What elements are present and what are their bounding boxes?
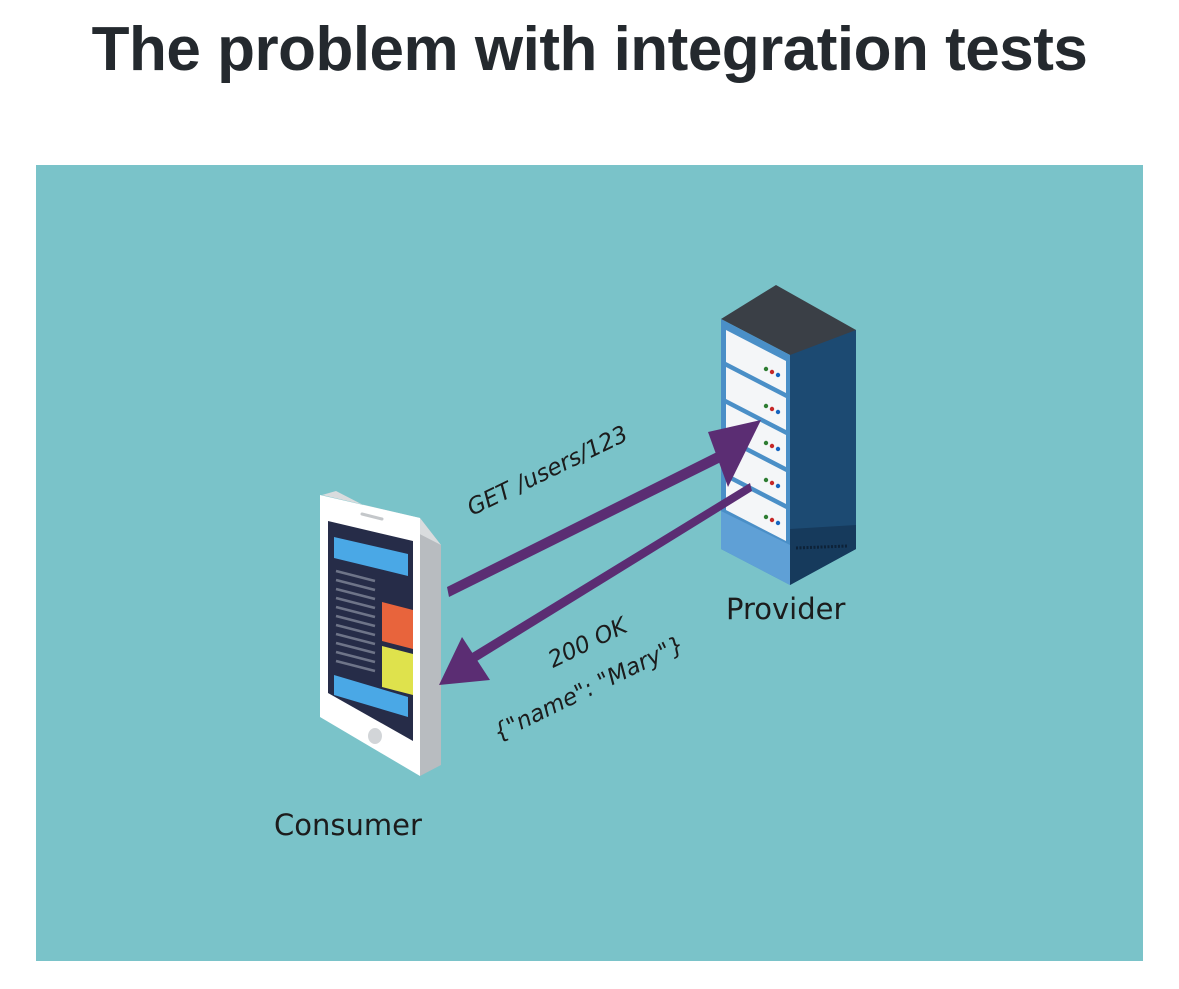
provider-label: Provider bbox=[726, 592, 845, 626]
consumer-label: Consumer bbox=[274, 808, 422, 842]
page-title: The problem with integration tests bbox=[91, 15, 1088, 84]
request-arrow bbox=[447, 420, 761, 597]
diagram-background bbox=[36, 165, 1143, 961]
mobile-phone-icon bbox=[320, 491, 441, 776]
diagram-panel: Provider Consumer GET /users/123 200 OK … bbox=[36, 165, 1143, 961]
response-arrow bbox=[439, 483, 752, 685]
